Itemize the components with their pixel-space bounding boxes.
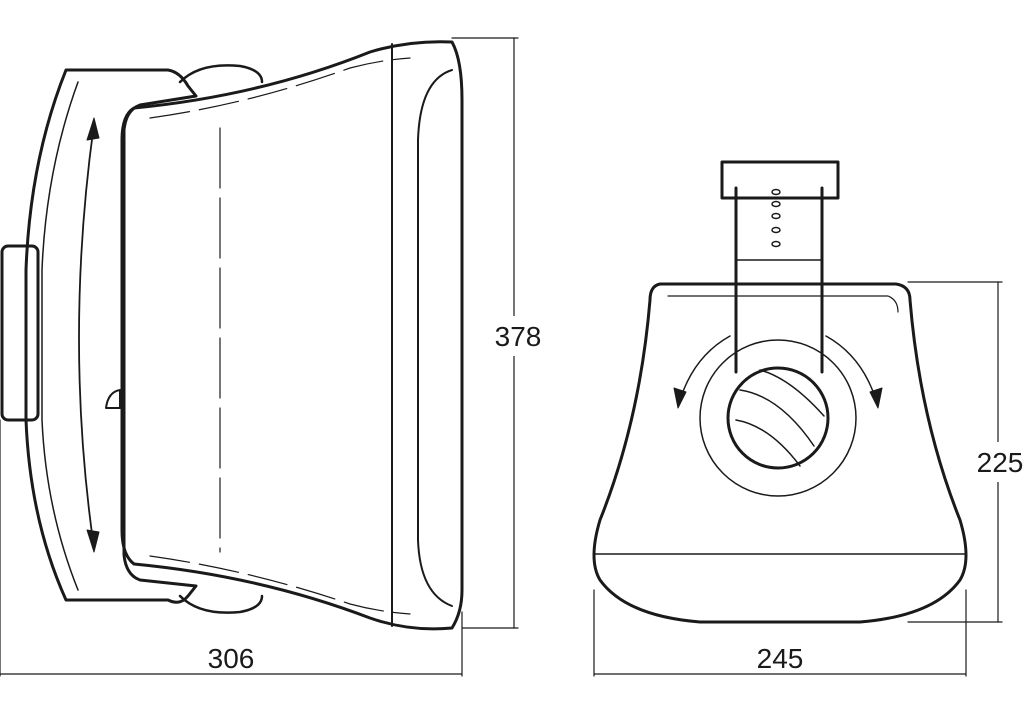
wall-clamp-tab xyxy=(0,244,40,422)
side-view xyxy=(0,40,464,631)
wall-bracket xyxy=(24,68,198,604)
wall-bracket-inner xyxy=(41,81,79,591)
tilt-arrow-head-top xyxy=(86,117,100,141)
pivot-knob xyxy=(726,366,830,470)
top-view xyxy=(592,160,968,624)
body-contour-bottom xyxy=(149,555,411,615)
wall-plate xyxy=(720,160,840,200)
dimension-height-top: 225 xyxy=(977,447,1024,478)
speaker-top-body xyxy=(592,282,968,624)
top-dimensions xyxy=(593,281,1003,677)
side-dimensions xyxy=(0,37,519,677)
pivot-knob-top xyxy=(178,64,264,84)
body-contour-top xyxy=(149,57,411,119)
pivot-knob-bottom xyxy=(178,594,264,614)
adjustment-holes xyxy=(771,188,781,248)
tilt-arrow xyxy=(78,123,95,549)
speaker-body xyxy=(120,40,464,631)
body-clip xyxy=(105,389,121,409)
dimension-width-side: 306 xyxy=(208,643,255,674)
tilt-arrow-head-bottom xyxy=(86,529,100,553)
dimension-width-top: 245 xyxy=(757,643,804,674)
pivot-ring xyxy=(699,339,857,497)
bracket-arm xyxy=(734,186,824,374)
speaker-grille-curve xyxy=(417,69,453,607)
dimension-height-side: 378 xyxy=(495,321,542,352)
speaker-top-inner xyxy=(667,295,899,313)
pivot-knob-ridges xyxy=(735,369,825,467)
